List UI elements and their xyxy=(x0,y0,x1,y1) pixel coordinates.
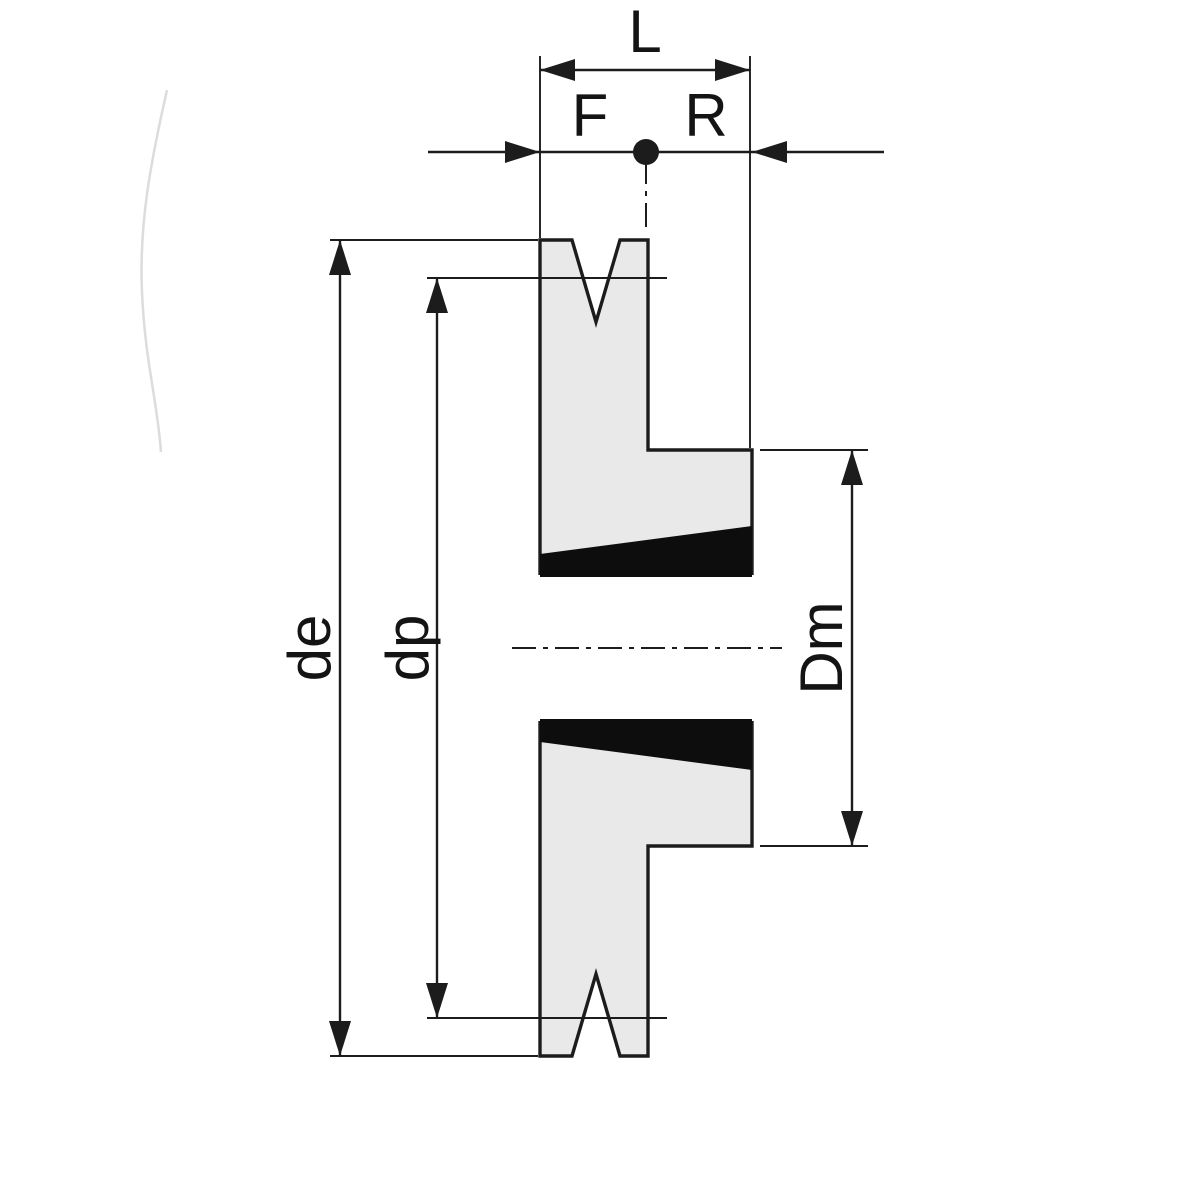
bushing-lower xyxy=(540,719,752,770)
label-R: R xyxy=(684,82,727,149)
arrowhead-Dm-top xyxy=(841,450,863,485)
arrowhead-dp-top xyxy=(426,278,448,313)
dimension-Dm: Dm xyxy=(760,449,868,847)
arrowhead-dp-bottom xyxy=(426,983,448,1018)
dimension-dp: dp xyxy=(374,277,667,1019)
label-Dm: Dm xyxy=(788,601,855,694)
label-de: de xyxy=(276,615,343,682)
dimension-L: L xyxy=(539,0,751,448)
label-dp: dp xyxy=(374,615,441,682)
watermark-curve xyxy=(140,89,169,453)
arrowhead-de-top xyxy=(329,240,351,275)
dimension-F-R: F R xyxy=(428,82,884,165)
arrowhead-L-right xyxy=(715,59,750,81)
label-L: L xyxy=(628,0,661,65)
arrowhead-de-bottom xyxy=(329,1021,351,1056)
bushing-upper xyxy=(540,526,752,577)
arrowhead-Dm-bottom xyxy=(841,811,863,846)
dimension-de: de xyxy=(276,239,538,1057)
arrowhead-L-left xyxy=(540,59,575,81)
arrowhead-R xyxy=(752,141,787,163)
label-F: F xyxy=(572,82,609,149)
arrowhead-F xyxy=(505,141,540,163)
center-dot xyxy=(633,139,659,165)
